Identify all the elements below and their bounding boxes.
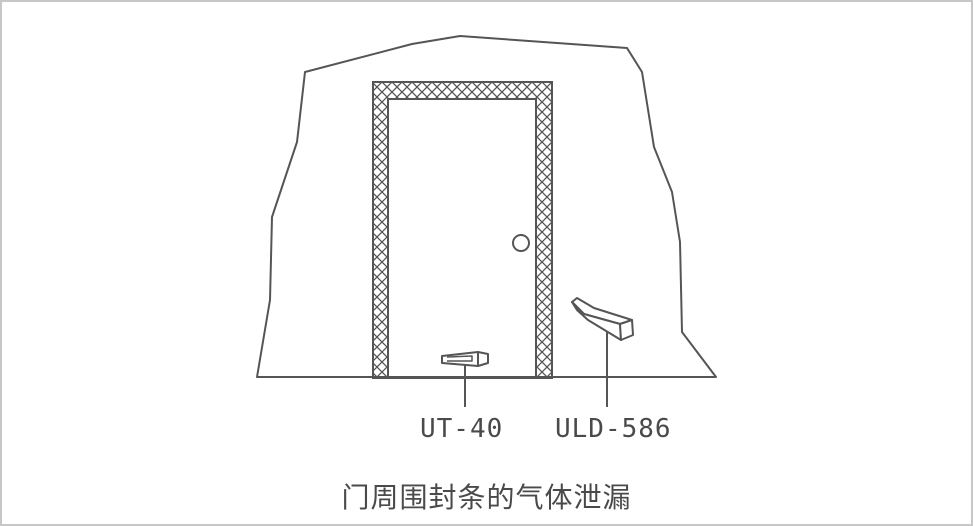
figure-caption: 门周围封条的气体泄漏 [341, 481, 632, 514]
device-label-ut40: UT-40 [420, 414, 504, 444]
door-knob-icon [512, 234, 530, 252]
ultrasonic-transmitter-icon [571, 297, 634, 341]
wall-outline [256, 35, 717, 378]
ultrasonic-sensor-icon [441, 351, 489, 367]
door-icon [372, 81, 553, 379]
device-label-uld586: ULD-586 [555, 414, 672, 444]
